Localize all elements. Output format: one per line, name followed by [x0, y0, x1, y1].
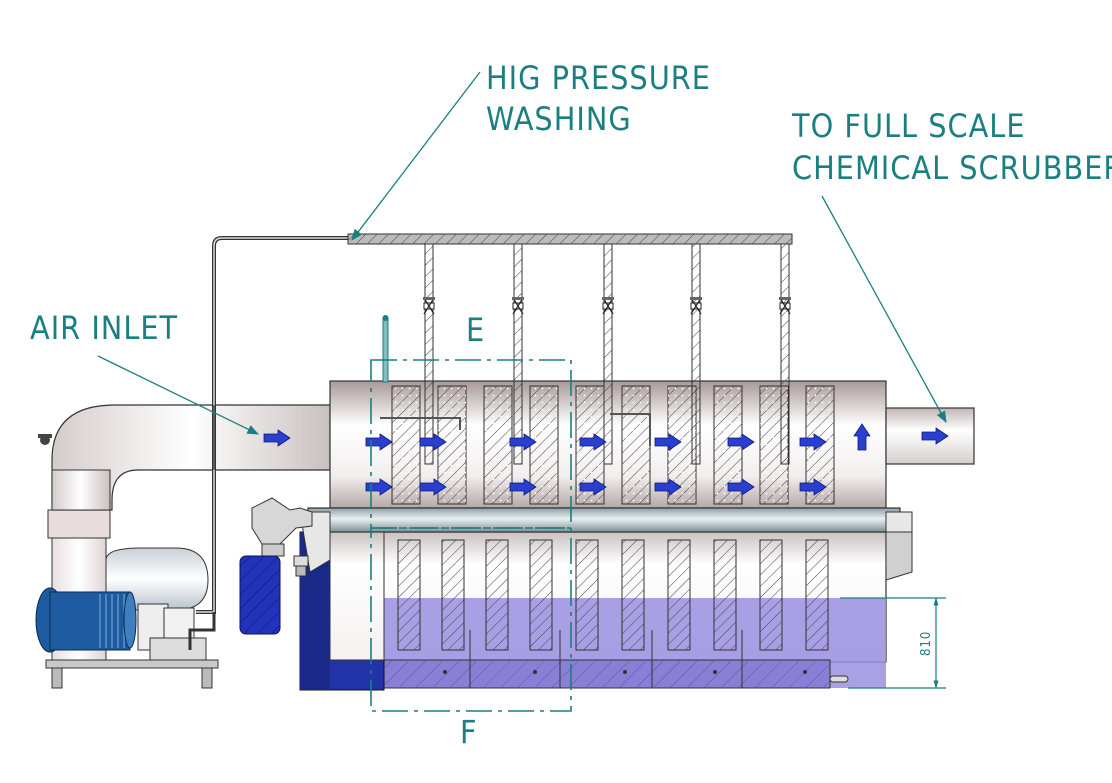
label-detail-f: F: [460, 713, 478, 751]
spray-lances: [380, 243, 792, 465]
leaders: [97, 71, 947, 435]
fan-motor-icon: [35, 587, 137, 653]
washing-supply-pipe: [188, 236, 348, 650]
dimension-810: [840, 597, 946, 689]
label-outlet-line2: CHEMICAL SCRUBBERS: [792, 149, 1112, 187]
label-outlet-line1: TO FULL SCALE: [792, 107, 1026, 145]
detail-frame-f: [370, 527, 572, 712]
label-dimension: 810: [919, 630, 934, 656]
label-air-inlet: AIR INLET: [30, 309, 179, 347]
label-washing-line2: WASHING: [486, 100, 632, 138]
label-detail-e: E: [466, 311, 486, 349]
packing-modules-lower: [384, 539, 849, 688]
label-washing-line1: HIG PRESSURE: [486, 59, 711, 97]
spray-header: [347, 233, 793, 245]
pump-icon: [239, 497, 313, 635]
blower-unit: [35, 404, 331, 689]
